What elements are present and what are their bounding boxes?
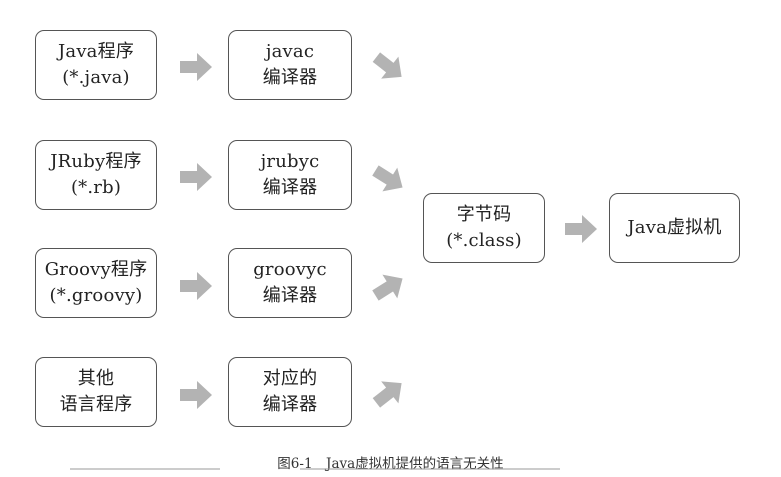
jrubyc-compiler-name: jrubyc	[260, 151, 320, 172]
groovy-source-label: Groovy程序	[44, 259, 148, 280]
arrow-down-right-icon	[372, 52, 402, 79]
jvm-label: Java虚拟机	[627, 217, 722, 238]
groovyc-compiler-box: groovyc 编译器	[228, 248, 352, 318]
java-source-box: Java程序 (*.java)	[35, 30, 157, 100]
cut-off-text-line	[300, 468, 560, 477]
other-compiler-name: 对应的	[262, 368, 318, 389]
bytecode-label: 字节码	[456, 204, 512, 225]
groovyc-compiler-name: groovyc	[253, 259, 327, 280]
arrow-right-icon	[180, 163, 212, 191]
arrow-down-right-icon	[372, 165, 403, 192]
bytecode-box: 字节码 (*.class)	[423, 193, 545, 263]
other-compiler-label: 编译器	[262, 394, 318, 415]
bytecode-ext: (*.class)	[446, 230, 522, 251]
javac-compiler-name: javac	[265, 41, 315, 62]
groovy-source-ext: (*.groovy)	[49, 285, 143, 306]
arrow-right-icon	[180, 53, 212, 81]
cut-off-text-line	[70, 468, 220, 477]
arrow-right-icon	[180, 381, 212, 409]
jrubyc-compiler-label: 编译器	[262, 177, 318, 198]
other-source-box: 其他 语言程序	[35, 357, 157, 427]
jruby-source-ext: (*.rb)	[70, 177, 122, 198]
arrow-right-icon	[180, 272, 212, 300]
other-source-ext: 语言程序	[59, 394, 133, 415]
jvm-box: Java虚拟机	[609, 193, 740, 263]
jruby-source-label: JRuby程序	[50, 151, 142, 172]
groovy-source-box: Groovy程序 (*.groovy)	[35, 248, 157, 318]
other-source-label: 其他	[77, 368, 115, 389]
javac-compiler-box: javac 编译器	[228, 30, 352, 100]
jrubyc-compiler-box: jrubyc 编译器	[228, 140, 352, 210]
jruby-source-box: JRuby程序 (*.rb)	[35, 140, 157, 210]
java-source-ext: (*.java)	[62, 67, 130, 88]
arrow-right-icon	[565, 215, 597, 243]
groovyc-compiler-label: 编译器	[262, 285, 318, 306]
arrow-up-right-icon	[372, 381, 402, 408]
javac-compiler-label: 编译器	[262, 67, 318, 88]
arrow-up-right-icon	[372, 274, 403, 301]
other-compiler-box: 对应的 编译器	[228, 357, 352, 427]
java-source-label: Java程序	[57, 41, 135, 62]
